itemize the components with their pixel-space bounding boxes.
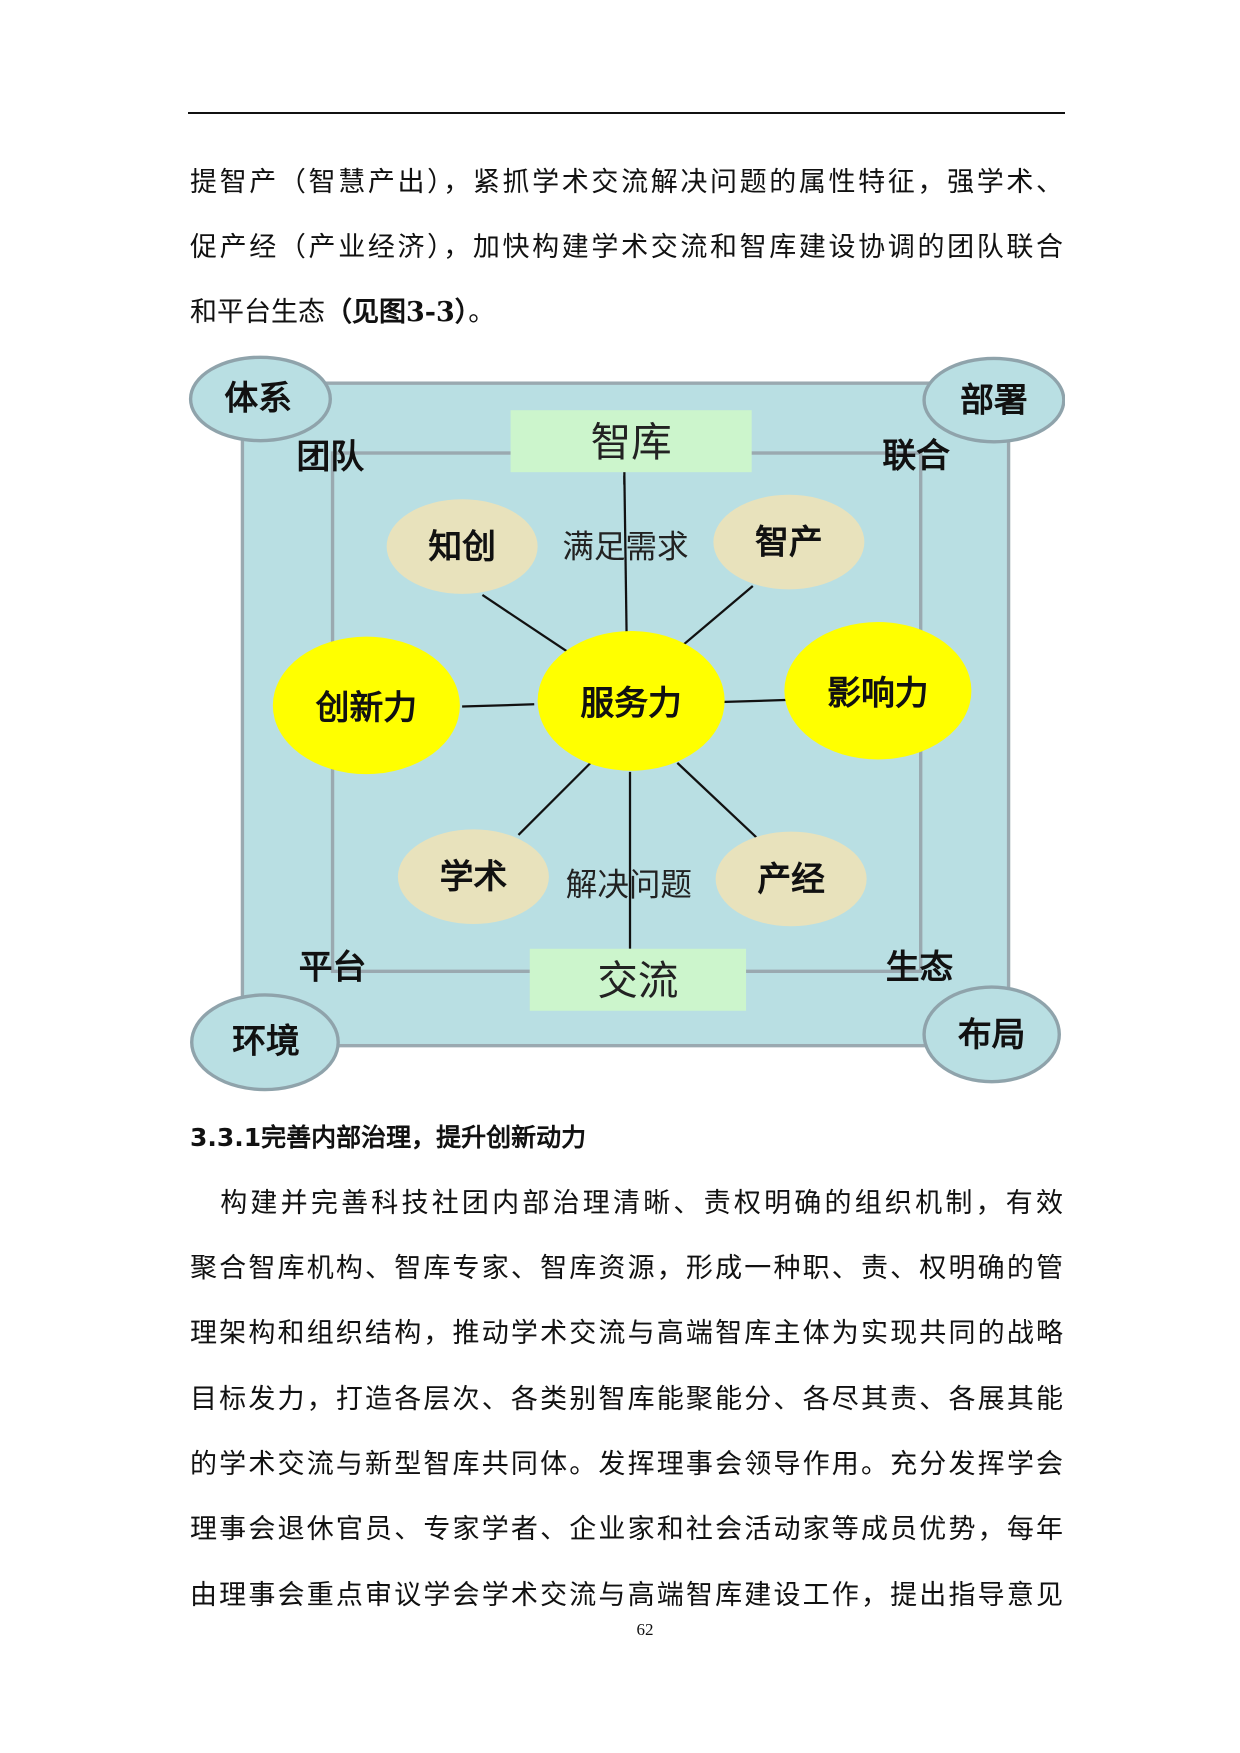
bottom-box (529, 948, 747, 1011)
connector (676, 762, 757, 839)
corner-label: 联合 (882, 436, 950, 475)
body-line: 理事会退休官员、专家学者、企业家和社会活动家等成员优势，每年 (190, 1514, 1063, 1545)
corner-ellipse (922, 985, 1061, 1084)
bottom-note: 解决问题 (566, 868, 692, 904)
yellow-text: 创新力 (315, 688, 417, 727)
tan-text: 学术 (440, 857, 508, 896)
yellow-ellipse (537, 631, 725, 771)
yellow-text: 影响力 (827, 674, 928, 713)
tan-text: 产经 (757, 859, 825, 898)
yellow-text: 服务力 (580, 684, 681, 723)
corner-ellipse (190, 993, 340, 1092)
tan-ellipse (386, 499, 538, 594)
body-line: 目标发力，打造各层次、各类别智库能聚能分、各尽其责、各展其能 (190, 1384, 1063, 1415)
intro-text: 和平台生态 (190, 297, 325, 328)
header-rule (188, 112, 1065, 114)
corner-text: 环境 (232, 1022, 300, 1061)
corner-text: 部署 (960, 381, 1028, 420)
tan-text: 智产 (755, 523, 823, 562)
connector (517, 762, 592, 836)
intro-line: 提智产（智慧产出），紧抓学术交流解决问题的属性特征，强学术、 (190, 167, 1063, 198)
tan-text: 知创 (428, 527, 496, 566)
tan-ellipse (713, 494, 865, 590)
intro-line: 促产经（产业经济），加快构建学术交流和智库建设协调的团队联合 (190, 232, 1063, 263)
connector (721, 698, 793, 704)
connector (678, 585, 754, 649)
corner-label: 团队 (297, 437, 365, 476)
bottom-box-text: 交流 (597, 956, 678, 1004)
body-line: 聚合智库机构、智库专家、智库资源，形成一种职、责、权明确的管 (190, 1253, 1063, 1284)
top-note: 满足需求 (562, 530, 688, 566)
body-line: 构建并完善科技社团内部治理清晰、责权明确的组织机制，有效 (190, 1188, 1063, 1219)
connector (623, 475, 628, 637)
yellow-ellipse (272, 636, 460, 775)
connector (462, 703, 535, 708)
top-box-text: 智库 (591, 418, 672, 466)
corner-text: 布局 (958, 1015, 1026, 1054)
page-number: 62 (636, 1620, 654, 1639)
intro-line: 和平台生态（见图3-3）。 (190, 296, 1063, 330)
connector (481, 594, 568, 653)
body-line: 的学术交流与新型智库共同体。发挥理事会领导作用。充分发挥学会 (190, 1449, 1063, 1480)
section-heading: 3.3.1完善内部治理，提升创新动力 (190, 1123, 587, 1152)
corner-ellipse (922, 356, 1065, 444)
corner-text: 体系 (224, 378, 292, 417)
tan-ellipse (715, 831, 867, 927)
figure-reference: （见图3-3） (325, 297, 469, 328)
top-box (510, 410, 752, 473)
corner-label: 平台 (299, 947, 367, 986)
intro-end: 。 (468, 297, 496, 328)
body-line: 理架构和组织结构，推动学术交流与高端智库主体为实现共同的战略 (190, 1318, 1063, 1349)
corner-label: 生态 (886, 947, 954, 986)
figure-3-3-diagram: 体系 部署 环境 布局 团队 联合 平台 生态 智库 交流 知创 智产 学术 (188, 355, 1065, 1092)
corner-ellipse (188, 355, 332, 443)
tan-ellipse (397, 829, 549, 924)
yellow-ellipse (784, 622, 972, 760)
body-line: 由理事会重点审议学会学术交流与高端智库建设工作，提出指导意见 (190, 1580, 1063, 1611)
